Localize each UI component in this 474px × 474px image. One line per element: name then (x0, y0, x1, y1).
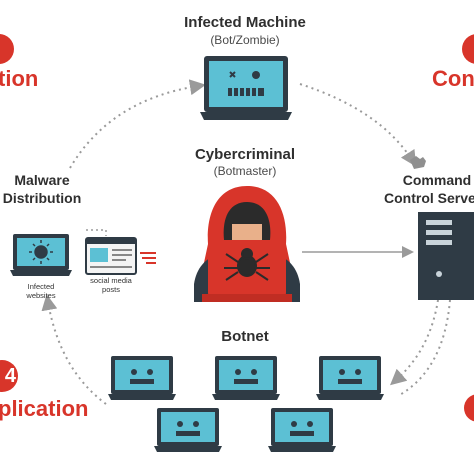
infected-machine-title: Infected Machine (184, 14, 306, 31)
step-label-top-right: Conn (432, 66, 474, 91)
command-control-line2: Control Server (384, 190, 474, 206)
step-circle-top-left (0, 34, 14, 64)
bot-laptop-icon (108, 356, 176, 400)
server-icon (418, 212, 474, 300)
infected-websites-line2: websites (26, 291, 56, 300)
infected-machine-subtitle: (Bot/Zombie) (210, 33, 280, 47)
hand-cursor-icon (410, 156, 426, 169)
step-circle-bottom-left: 4 (0, 360, 18, 392)
speed-lines-icon (140, 252, 156, 264)
step-circle-top-right (462, 34, 474, 64)
malware-distribution-line2: Distribution (2, 190, 82, 206)
command-control-line1: Command (402, 172, 472, 188)
spider-icon (224, 248, 270, 281)
social-media-line2: posts (102, 285, 120, 294)
step-circle-bottom-right (464, 394, 474, 422)
step-label-bottom-left: plication (0, 396, 89, 421)
bot-laptop-icon (212, 356, 280, 400)
cybercriminal-subtitle: (Botmaster) (213, 164, 277, 178)
arc-top-right (299, 83, 417, 167)
bot-laptop-icon (268, 408, 336, 452)
infected-websites-laptop-icon (10, 234, 72, 276)
arc-bottom-left (41, 294, 107, 405)
infected-machine-laptop-icon (200, 56, 292, 120)
arc-right-lower-2 (397, 299, 451, 397)
social-media-line1: social media (90, 276, 132, 285)
hacker-icon (194, 186, 300, 302)
botnet-title: Botnet (221, 328, 269, 345)
bot-laptop-icon (154, 408, 222, 452)
bot-laptop-icon (316, 356, 384, 400)
step-number-bottom-left: 4 (4, 365, 16, 387)
virus-icon (29, 240, 53, 264)
dotted-to-social (86, 229, 107, 236)
social-media-post-icon (85, 237, 137, 275)
step-label-top-left: tion (0, 66, 39, 91)
cybercriminal-title: Cybercriminal (194, 146, 296, 163)
infected-websites-line1: Infected (27, 282, 55, 291)
malware-distribution-line1: Malware (14, 172, 70, 188)
